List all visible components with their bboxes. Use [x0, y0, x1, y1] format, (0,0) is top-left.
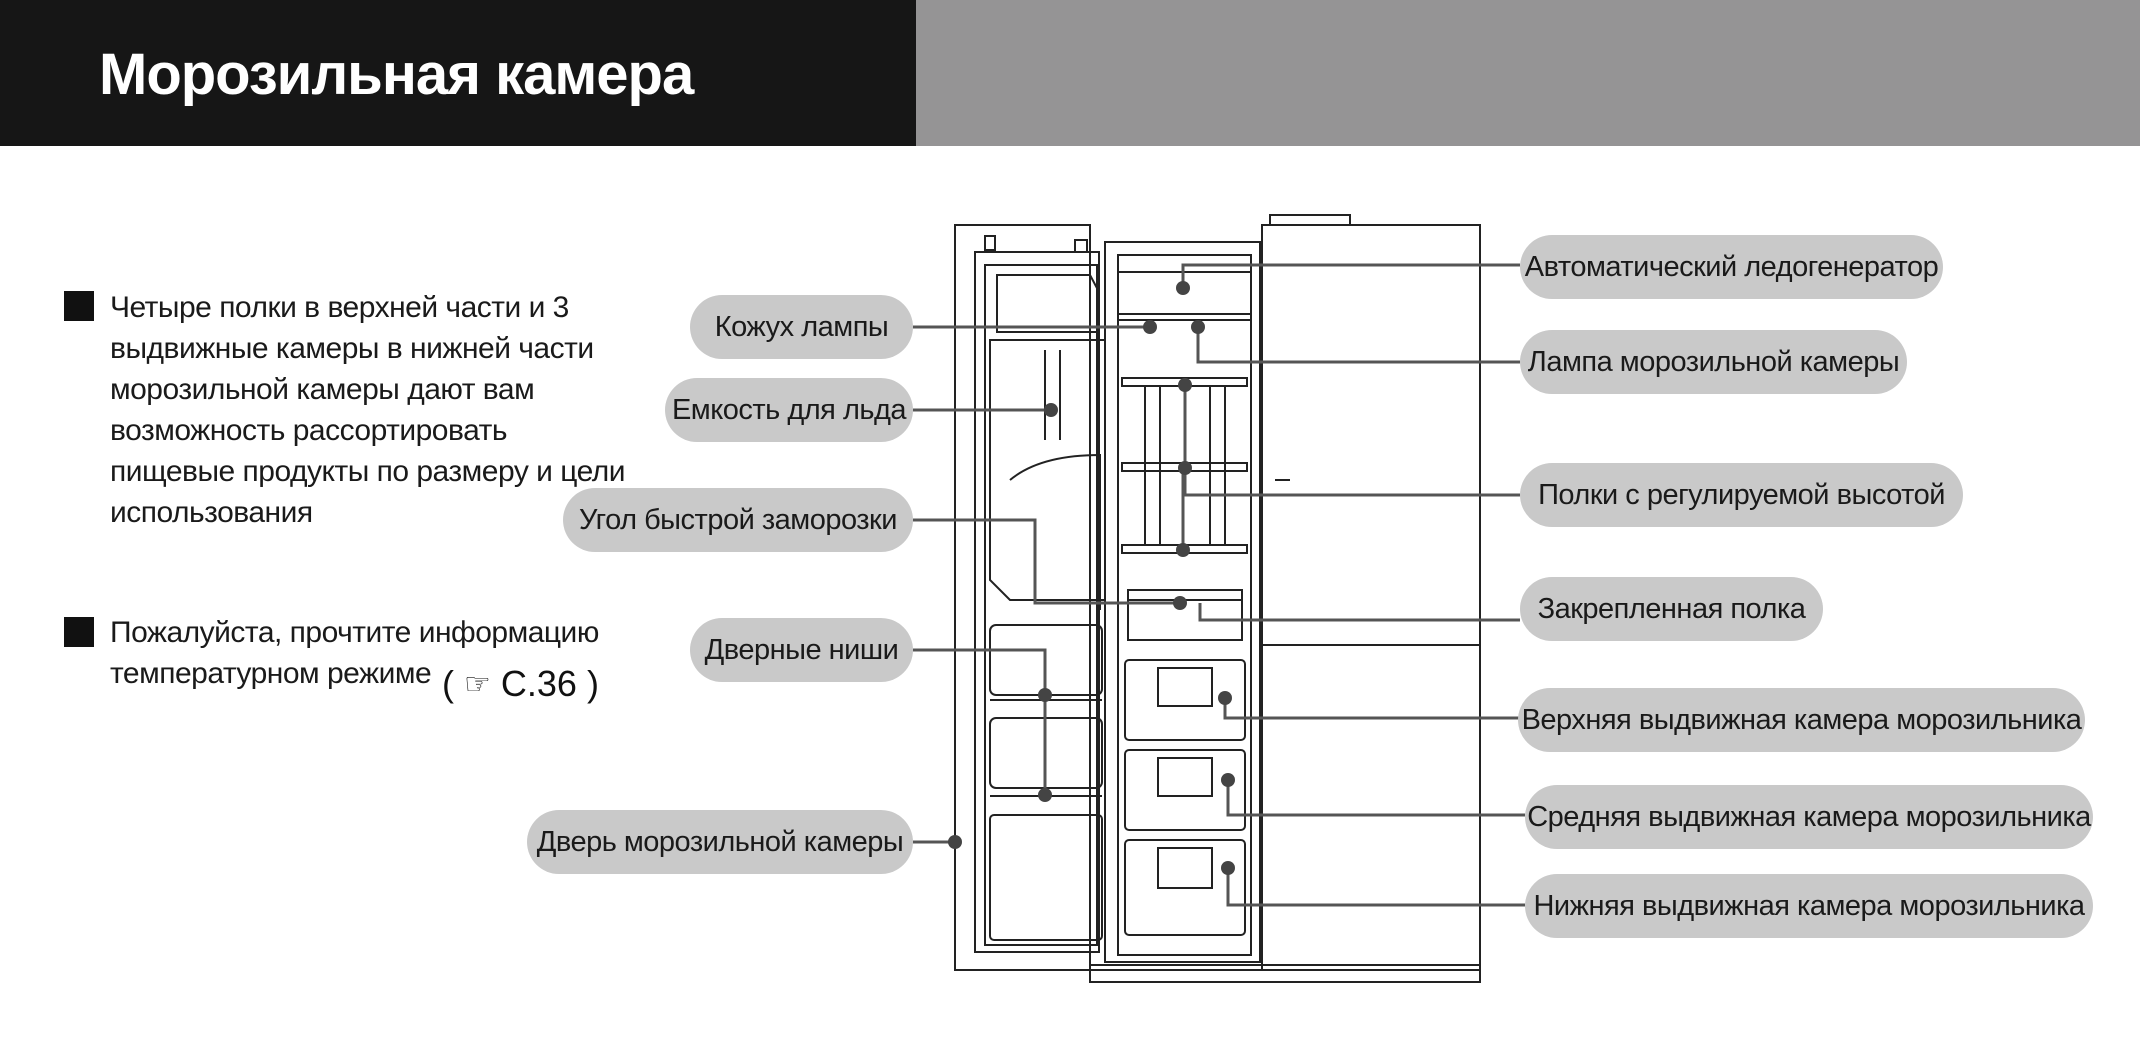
callout-adjustable-shelves: Полки с регулируемой высотой — [1520, 463, 1963, 527]
callout-quick-freeze-corner: Угол быстрой заморозки — [563, 488, 913, 552]
callout-middle-drawer: Средняя выдвижная камера морозильника — [1525, 785, 2093, 849]
callout-door-bins: Дверные ниши — [690, 618, 913, 682]
fridge-upper-door — [1261, 224, 1481, 646]
callout-auto-ice-maker: Автоматический ледогенератор — [1520, 235, 1943, 299]
fixed-shelf — [1127, 589, 1243, 641]
header-accent — [916, 0, 2140, 146]
callout-lower-drawer: Нижняя выдвижная камера морозильника — [1525, 874, 2093, 938]
fridge-lower-door — [1261, 644, 1481, 971]
ice-bin-outline — [989, 339, 1106, 601]
door-upper-compartment — [996, 274, 1099, 333]
page-reference: ( ☞ C.36 ) — [442, 663, 599, 705]
paren-open: ( — [442, 663, 454, 704]
paren-close: ) — [586, 663, 599, 704]
freezer-door-outline — [954, 224, 1091, 971]
callout-freezer-door: Дверь морозильной камеры — [527, 810, 913, 874]
drawer-lower — [1124, 839, 1246, 936]
header-bar — [0, 0, 916, 146]
pointing-hand-icon: ☞ — [464, 667, 491, 701]
note-text: Четыре полки в верхней части и 3 выдвижн… — [110, 291, 626, 529]
drawer-middle — [1124, 749, 1246, 831]
callout-ice-bin: Емкость для льда — [665, 378, 913, 442]
drawer-upper — [1124, 659, 1246, 741]
callout-upper-drawer: Верхняя выдвижная камера морозильника — [1518, 688, 2085, 752]
page-reference-label: C.36 — [500, 663, 577, 704]
callout-dots — [948, 281, 1235, 875]
door-bin — [989, 814, 1103, 941]
callout-lamp-cover: Кожух лампы — [690, 295, 913, 359]
leader-lines — [913, 263, 1525, 907]
bullet-square — [64, 617, 94, 647]
bullet-square — [64, 291, 94, 321]
callout-fixed-shelf: Закрепленная полка — [1520, 577, 1823, 641]
page-title: Морозильная камера — [99, 42, 694, 107]
callout-freezer-lamp: Лампа морозильной камеры — [1520, 330, 1907, 394]
note-text: Пожалуйста, прочтите информацию температ… — [110, 616, 599, 690]
